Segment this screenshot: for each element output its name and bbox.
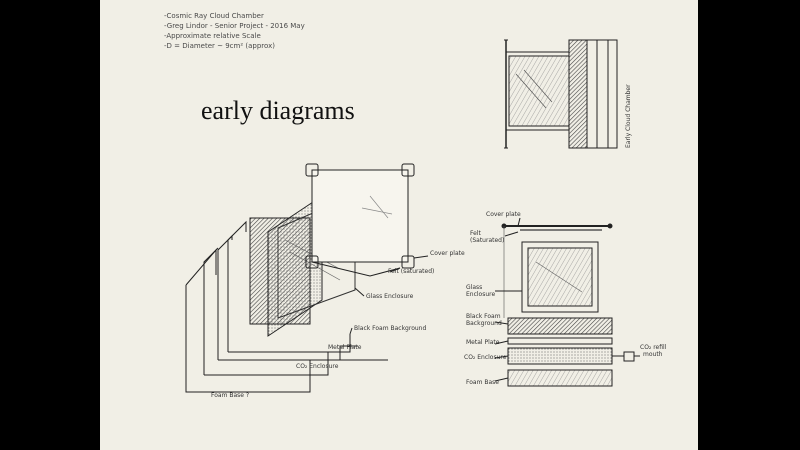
paper-sheet: -Cosmic Ray Cloud Chamber -Greg Lindor -… [100,0,698,450]
leader-cover-plate [413,255,429,259]
sketch-drawings [185,39,640,393]
label-early-cloud-chamber: Early Cloud Chamber [625,84,632,148]
label-background-stack-1: Black Foam [466,313,501,320]
note-scale: -Approximate relative Scale [164,32,261,40]
page-title: early diagrams [201,96,355,125]
label-background-stack-2: Background [466,320,502,327]
label-felt-exploded: Felt (saturated) [388,268,435,275]
leader-glass [354,287,365,297]
label-glass-stack-2: Enclosure [466,291,496,298]
layer-foam-background [228,334,351,353]
side-view-foam-layer [568,39,588,149]
leader-felt [389,267,401,273]
corner-post-tl [305,163,319,177]
stack-black-foam [507,317,613,335]
note-author: -Greg Lindor - Senior Project - 2016 May [164,22,305,30]
side-view-base-layer [607,39,618,149]
label-background-exploded: Black Foam Background [354,325,427,332]
label-cover-plate-exploded: Cover plate [430,250,465,257]
label-refill-mouth-2: mouth [643,351,663,358]
corner-post-br [401,255,415,269]
layer-glass-enclosure [267,195,323,337]
side-view-glass [508,55,570,127]
label-foam-base-stack: Foam Base [466,379,499,386]
label-felt-stack-2: (Saturated) [470,237,505,244]
corner-post-tr [401,163,415,177]
stack-foam-base [507,369,613,387]
label-foam-base-exploded: Foam Base ? [211,392,250,399]
stack-co2-enclosure [507,347,613,365]
stack-diagram [494,217,640,387]
layer-metal-plate [218,345,358,361]
stack-refill-mouth [623,351,635,362]
side-view-diagram [504,39,618,149]
corner-post-bl [305,255,319,269]
label-metal-exploded: Metal Plate [328,344,362,351]
note-diameter: -D = Diameter ~ 9cm² (approx) [164,42,275,50]
layer-cover-plate [311,169,409,263]
label-cover-plate-stack: Cover plate [486,211,521,218]
label-glass-stack-1: Glass [466,284,483,291]
label-co2-stack: CO₂ Enclosure [464,354,507,361]
side-view-metal-layer [586,39,598,149]
label-felt-stack-1: Felt [470,230,481,237]
stack-glass-enclosure [521,241,599,313]
side-view-co2-layer [596,39,609,149]
label-refill-mouth-1: CO₂ refill [640,344,667,351]
exploded-diagram [185,163,429,393]
note-project: -Cosmic Ray Cloud Chamber [164,12,264,20]
leader-background [349,327,353,335]
label-metal-stack: Metal Plate [466,339,500,346]
stack-metal-plate [507,337,613,345]
label-glass-exploded: Glass Enclosure [366,293,414,300]
label-co2-exploded: CO₂ Enclosure [296,363,339,370]
